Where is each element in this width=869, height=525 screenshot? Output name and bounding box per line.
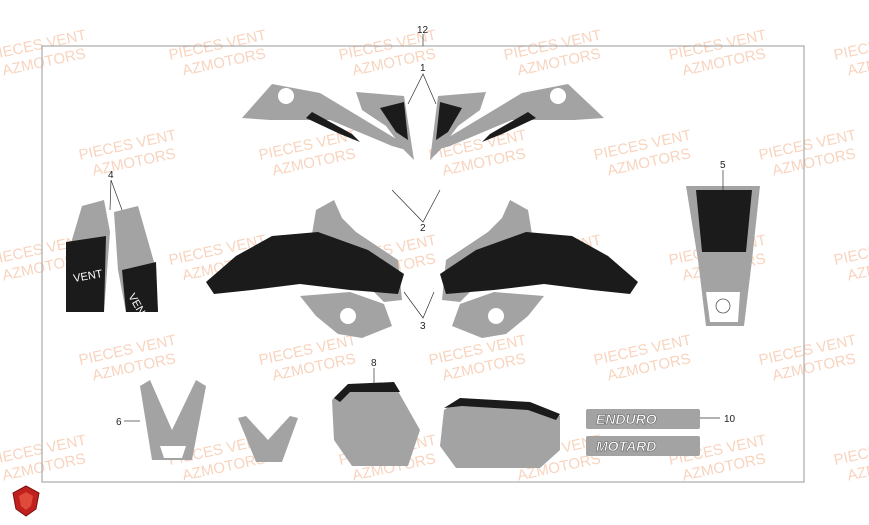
callout-6: 6 bbox=[116, 417, 122, 428]
callout-4: 4 bbox=[108, 170, 114, 181]
leader-lines bbox=[109, 34, 724, 422]
upper-shroud-decals bbox=[242, 84, 604, 160]
front-number-plate-decal bbox=[686, 186, 760, 326]
callout-12: 12 bbox=[417, 25, 429, 36]
side-plate-decals bbox=[332, 382, 560, 468]
brand-shield-logo bbox=[12, 485, 40, 517]
callout-2: 2 bbox=[420, 223, 426, 234]
callout-1: 1 bbox=[420, 63, 426, 74]
model-name-strips: ENDURO MOTARD bbox=[586, 409, 700, 456]
callout-8: 8 bbox=[371, 358, 377, 369]
callout-3: 3 bbox=[420, 321, 426, 332]
strip-motard-text: MOTARD bbox=[596, 438, 656, 454]
callout-5: 5 bbox=[720, 160, 726, 171]
callout-10: 10 bbox=[724, 414, 736, 425]
tank-side-decals: VENT VENT bbox=[66, 200, 158, 323]
radiator-shroud-decals bbox=[206, 200, 638, 338]
strip-enduro-text: ENDURO bbox=[596, 411, 657, 427]
tank-logo-left: VENT bbox=[72, 268, 103, 285]
fork-guard-decals bbox=[140, 380, 298, 462]
